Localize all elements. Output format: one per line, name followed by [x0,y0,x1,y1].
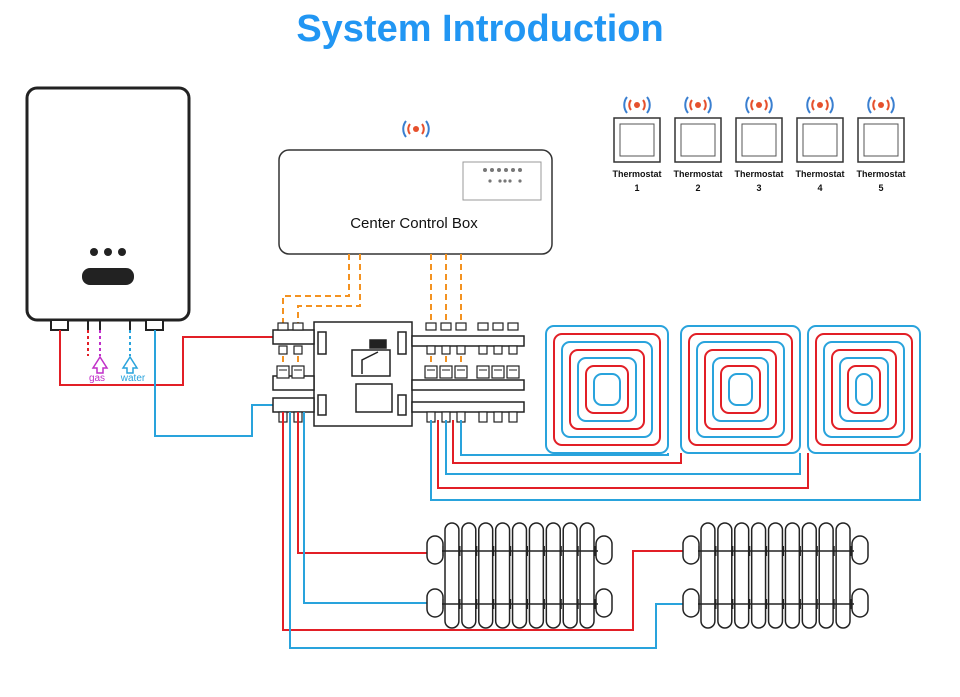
thermostat-2: Thermostat 2 [673,96,723,193]
valve [491,322,505,423]
boiler [25,86,191,331]
valve [454,322,468,423]
thermostat-3: Thermostat 3 [734,96,784,193]
wifi-signal-icon [806,96,834,114]
valve [439,322,453,423]
thermostat-icon [796,117,844,163]
wifi-signal-icon [745,96,773,114]
boiler-connections [59,330,276,437]
thermostat-group: Thermostat1Thermostat2Thermostat3Thermos… [612,96,906,193]
thermostat-1: Thermostat 1 [612,96,662,193]
thermostat-name: Thermostat [673,169,722,179]
valve [424,322,438,423]
underfloor-loops [430,325,921,501]
thermostat-icon [735,117,783,163]
radiator-icon [682,522,869,629]
thermostat-4: Thermostat 4 [795,96,845,193]
thermostat-number: 1 [634,183,639,193]
radiator-icon [426,522,613,629]
valve [506,322,520,423]
thermostat-name: Thermostat [612,169,661,179]
thermostat-name: Thermostat [795,169,844,179]
thermostat-5: Thermostat 5 [856,96,906,193]
wifi-signal-icon [867,96,895,114]
underfloor-loop-icon [807,325,921,454]
wifi-signal-icon [684,96,712,114]
thermostat-icon [674,117,722,163]
thermostat-name: Thermostat [734,169,783,179]
thermostat-icon [613,117,661,163]
manifold [272,321,525,427]
thermostat-number: 5 [878,183,883,193]
wifi-signal-icon [402,120,430,138]
gas-label: gas [89,373,105,384]
water-label: water [120,373,146,384]
valve [476,322,490,423]
underfloor-loop-icon [680,325,801,454]
thermostat-number: 3 [756,183,761,193]
control-box-label: Center Control Box [350,215,478,232]
thermostat-number: 2 [695,183,700,193]
thermostat-icon [857,117,905,163]
radiator-pipes [282,412,683,649]
thermostat-number: 4 [817,183,822,193]
thermostat-name: Thermostat [856,169,905,179]
manifold-valves [276,322,520,423]
center-control-box [278,149,553,255]
page-title: System Introduction [296,8,664,50]
underfloor-loop-icon [545,325,669,454]
wifi-signal-icon [623,96,651,114]
